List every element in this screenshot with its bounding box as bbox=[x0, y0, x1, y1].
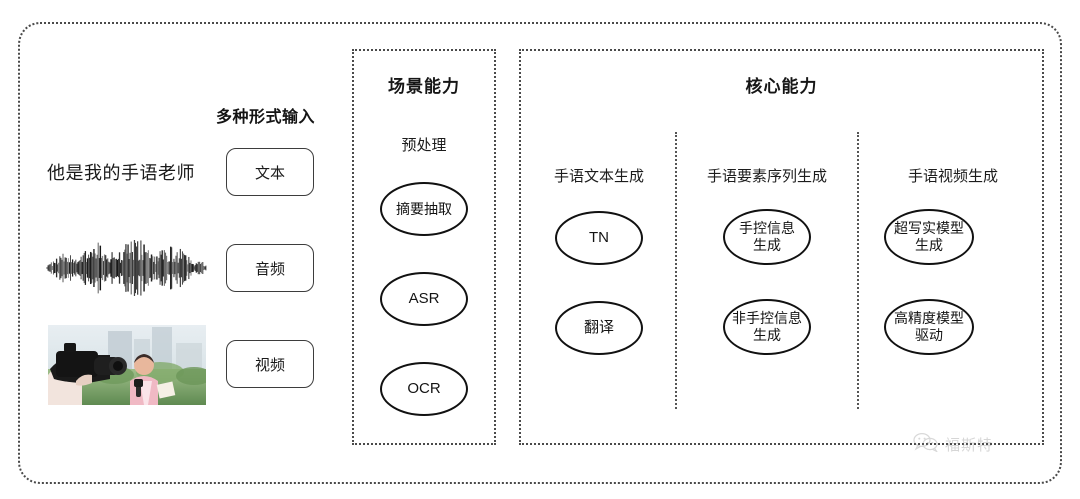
video-thumbnail-image bbox=[48, 325, 206, 405]
node-manual-feature-generation[interactable]: 手控信息 生成 bbox=[723, 209, 811, 265]
wechat-icon bbox=[913, 432, 939, 457]
node-label: ASR bbox=[408, 290, 440, 308]
column-divider-1 bbox=[675, 132, 677, 409]
audio-waveform-icon: {} bbox=[44, 236, 210, 300]
node-label: 超写实模型 生成 bbox=[890, 220, 968, 253]
node-label-line1: 超写实模型 bbox=[894, 220, 964, 237]
node-label-line1: 非手控信息 bbox=[732, 310, 802, 327]
scene-capability-panel: 场景能力 预处理 摘要抽取 ASR OCR bbox=[352, 49, 496, 445]
scene-panel-title: 场景能力 bbox=[388, 77, 460, 96]
core-column-heading-element-sequence: 手语要素序列生成 bbox=[706, 168, 827, 185]
node-label-line2: 生成 bbox=[915, 237, 943, 253]
node-ocr[interactable]: OCR bbox=[380, 362, 468, 416]
node-label-line1: 高精度模型 bbox=[894, 310, 964, 327]
node-label: 摘要抽取 bbox=[396, 200, 452, 217]
watermark-text: 福斯特 bbox=[945, 437, 994, 454]
node-abstract-extraction[interactable]: 摘要抽取 bbox=[380, 182, 468, 236]
scene-group-label: 预处理 bbox=[401, 137, 447, 154]
column-divider-2 bbox=[857, 132, 859, 409]
core-panel-title: 核心能力 bbox=[745, 77, 818, 96]
node-label: 高精度模型 驱动 bbox=[890, 310, 968, 343]
modality-chip-video[interactable]: 视频 bbox=[226, 340, 314, 388]
node-translation[interactable]: 翻译 bbox=[555, 301, 643, 355]
node-tn[interactable]: TN bbox=[555, 211, 643, 265]
node-label: 非手控信息 生成 bbox=[728, 310, 806, 343]
node-label: TN bbox=[589, 229, 609, 247]
outer-dotted-frame bbox=[18, 22, 1062, 484]
node-label: 手控信息 生成 bbox=[735, 220, 799, 253]
node-non-manual-feature-generation[interactable]: 非手控信息 生成 bbox=[723, 299, 811, 355]
node-asr[interactable]: ASR bbox=[380, 272, 468, 326]
core-column-heading-video-generation: 手语视频生成 bbox=[907, 168, 998, 185]
modality-chip-text[interactable]: 文本 bbox=[226, 148, 314, 196]
node-high-precision-model-driving[interactable]: 高精度模型 驱动 bbox=[884, 299, 974, 355]
node-photorealistic-model-generation[interactable]: 超写实模型 生成 bbox=[884, 209, 974, 265]
node-label: OCR bbox=[407, 380, 441, 398]
node-label-line2: 驱动 bbox=[915, 327, 943, 343]
modality-chip-audio[interactable]: 音频 bbox=[226, 244, 314, 292]
node-label-line2: 生成 bbox=[753, 327, 781, 343]
node-label-line1: 手控信息 bbox=[739, 220, 795, 237]
node-label: 翻译 bbox=[583, 319, 614, 337]
core-column-heading-text-generation: 手语文本生成 bbox=[553, 168, 644, 185]
sample-sentence-text: 他是我的手语老师 bbox=[47, 163, 195, 183]
watermark: 福斯特 bbox=[913, 432, 993, 457]
input-section-caption: 多种形式输入 bbox=[216, 109, 316, 126]
core-capability-panel: 核心能力 手语文本生成 TN 翻译 手语要素序列生成 手控信息 生成 非手控信息… bbox=[519, 49, 1044, 445]
node-label-line2: 生成 bbox=[753, 237, 781, 253]
